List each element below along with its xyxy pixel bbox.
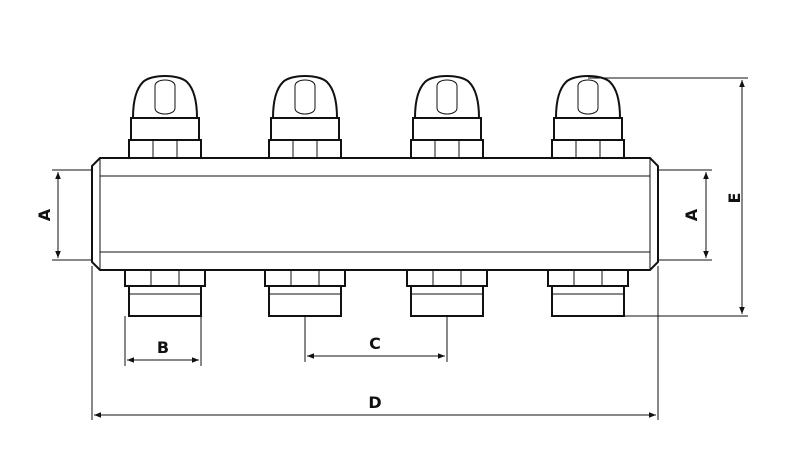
top-valve bbox=[268, 75, 342, 159]
dimension-label-a-right: A bbox=[682, 208, 701, 221]
dimension-a-right: A bbox=[658, 169, 712, 261]
bottom-outlet bbox=[124, 269, 206, 317]
bottom-outlet bbox=[264, 269, 346, 317]
bottom-outlet bbox=[406, 269, 488, 317]
dimension-label-a-left: A bbox=[35, 208, 54, 221]
top-valve bbox=[551, 75, 625, 159]
top-valve bbox=[128, 75, 202, 159]
dimension-c: C bbox=[304, 316, 448, 362]
dimension-a-left: A bbox=[35, 169, 92, 261]
bottom-outlets bbox=[124, 269, 629, 317]
dimension-label-e: E bbox=[725, 193, 744, 204]
dimension-label-b: B bbox=[157, 338, 169, 357]
dimension-b: B bbox=[124, 316, 202, 366]
dimension-label-c: C bbox=[369, 334, 381, 353]
dimension-e: E bbox=[588, 77, 748, 317]
top-valves bbox=[128, 75, 625, 159]
dimension-d: D bbox=[91, 266, 659, 420]
manifold-body bbox=[91, 157, 659, 271]
top-valve bbox=[410, 75, 484, 159]
bottom-outlet bbox=[547, 269, 629, 317]
dimension-label-d: D bbox=[368, 393, 381, 412]
